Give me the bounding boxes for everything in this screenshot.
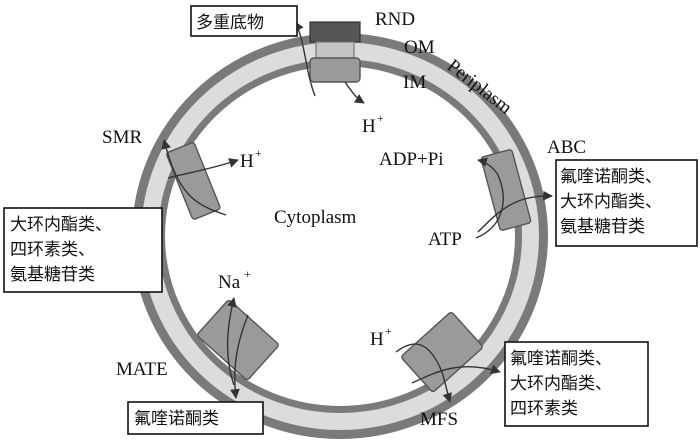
svg-text:+: + <box>244 267 251 281</box>
mfs-substrate-box <box>504 341 649 427</box>
rnd-proton: H + <box>362 111 384 137</box>
mfs-label: MFS <box>420 409 458 430</box>
rnd-label: RND <box>375 9 415 30</box>
rnd-inner-part <box>309 57 361 83</box>
svg-text:H: H <box>362 116 376 137</box>
abc-label: ABC <box>547 137 586 158</box>
mate-substrate-box <box>127 401 264 435</box>
svg-text:Na: Na <box>218 272 241 293</box>
smr-proton: H + <box>240 146 262 172</box>
atp-label: ATP <box>428 229 462 250</box>
svg-text:+: + <box>255 146 262 160</box>
abc-atp-arrow <box>475 157 504 239</box>
rnd-proton-arrow <box>344 81 365 104</box>
om-label: OM <box>404 37 435 58</box>
im-label: IM <box>403 72 426 93</box>
smr-substrate-box <box>3 207 163 293</box>
smr-substrate-line3: 氨基糖苷类 <box>10 265 95 285</box>
svg-text:+: + <box>377 111 384 125</box>
rnd-outer-channel <box>309 21 361 43</box>
svg-text:+: + <box>385 324 392 338</box>
mate-substrate-arrow <box>230 314 249 399</box>
mfs-transporter <box>401 311 483 393</box>
mfs-substrate-line2: 大环内酯类、 <box>510 374 612 394</box>
smr-proton-arrow <box>167 158 239 179</box>
svg-text:H: H <box>240 151 254 172</box>
rnd-periplasmic-part <box>315 41 355 59</box>
abc-substrate-arrow <box>477 190 553 233</box>
smr-pump <box>166 142 221 220</box>
mfs-substrate-line3: 四环素类 <box>510 399 578 419</box>
abc-substrate-line2: 大环内酯类、 <box>560 192 662 212</box>
rnd-substrate-text: 多重底物 <box>196 13 264 33</box>
mate-ion: Na + <box>218 267 251 293</box>
svg-text:H: H <box>370 329 384 350</box>
smr-substrate-line2: 四环素类、 <box>10 240 95 260</box>
mfs-substrate-line1: 氟喹诺酮类、 <box>510 349 612 369</box>
rnd-pump <box>294 21 365 104</box>
smr-transporter <box>166 142 221 220</box>
mfs-proton: H + <box>370 324 392 350</box>
smr-substrate-line1: 大环内酯类、 <box>10 215 112 235</box>
mfs-substrate-arrow <box>411 364 501 384</box>
mate-label: MATE <box>116 359 168 380</box>
abc-substrate-line1: 氟喹诺酮类、 <box>560 167 662 187</box>
mate-transporter <box>197 299 279 381</box>
mate-ion-arrow <box>226 297 237 386</box>
mate-pump <box>197 299 279 381</box>
smr-label: SMR <box>102 127 142 148</box>
mfs-pump <box>401 311 483 393</box>
abc-substrate-line3: 氨基糖苷类 <box>560 217 645 237</box>
rnd-substrate-box <box>190 5 298 37</box>
adp-pi-label: ADP+Pi <box>379 149 444 170</box>
abc-substrate-box <box>555 159 698 247</box>
mfs-proton-arrow <box>395 343 452 403</box>
mate-substrate-text: 氟喹诺酮类 <box>134 409 219 429</box>
smr-substrate-arrow <box>161 139 227 216</box>
cytoplasm-label: Cytoplasm <box>274 207 357 228</box>
